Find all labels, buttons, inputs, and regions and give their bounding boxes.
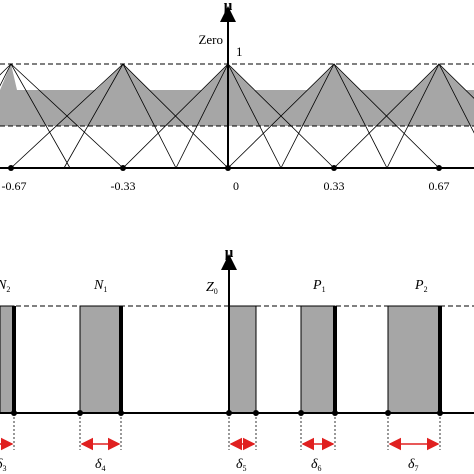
shaded-triangle <box>0 64 17 90</box>
top-panel: μ Zero 1 -0.67 -0.33 0 0.33 0.67 <box>0 0 474 193</box>
delta-label-6: δ6 <box>311 457 322 473</box>
set-label-p1: P1 <box>312 278 326 294</box>
triangle-line <box>386 63 474 169</box>
tick-label: 0.33 <box>324 179 345 193</box>
set-rect-p1 <box>300 305 336 414</box>
shaded-triangle <box>307 64 361 90</box>
shaded-triangle <box>413 64 466 90</box>
bottom-axis-label: μ <box>225 245 234 261</box>
one-label: 1 <box>236 44 243 59</box>
delta-label-3: δ3 <box>0 457 7 473</box>
axis-point <box>120 165 126 171</box>
bottom-thick-edges <box>12 306 442 413</box>
set-label-n1: N1 <box>93 278 107 294</box>
set-label-p2: P2 <box>414 278 428 294</box>
triangle-line <box>280 63 388 169</box>
shaded-triangle <box>96 64 150 90</box>
axis-point <box>436 165 442 171</box>
bottom-panel: μ N2 N1 Z0 P1 P2 δ3 δ4 δ5 δ6 δ7 <box>0 245 474 473</box>
tick-label: 0 <box>233 179 239 193</box>
delta-label-7: δ7 <box>408 457 419 473</box>
tick-label: -0.33 <box>111 179 136 193</box>
axis-point <box>225 165 231 171</box>
axis-point <box>8 165 14 171</box>
tick-label: -0.67 <box>2 179 27 193</box>
set-label-n2: N2 <box>0 278 10 294</box>
delta-label-4: δ4 <box>95 457 106 473</box>
set-rect-z0 <box>228 305 257 414</box>
set-rect-n2 <box>0 305 15 414</box>
top-axis-points <box>8 165 442 171</box>
shaded-band <box>0 90 474 126</box>
tick-label: 0.67 <box>429 179 450 193</box>
top-axis-label: μ <box>224 0 233 14</box>
set-label-z0: Z0 <box>206 280 218 296</box>
zero-label: Zero <box>198 32 223 47</box>
axis-point <box>331 165 337 171</box>
bottom-guide-lines <box>13 413 441 450</box>
set-rect-p2 <box>387 305 441 414</box>
delta-label-5: δ5 <box>236 457 247 473</box>
bottom-shaded-rects <box>0 305 441 414</box>
set-rect-n1 <box>79 305 122 414</box>
